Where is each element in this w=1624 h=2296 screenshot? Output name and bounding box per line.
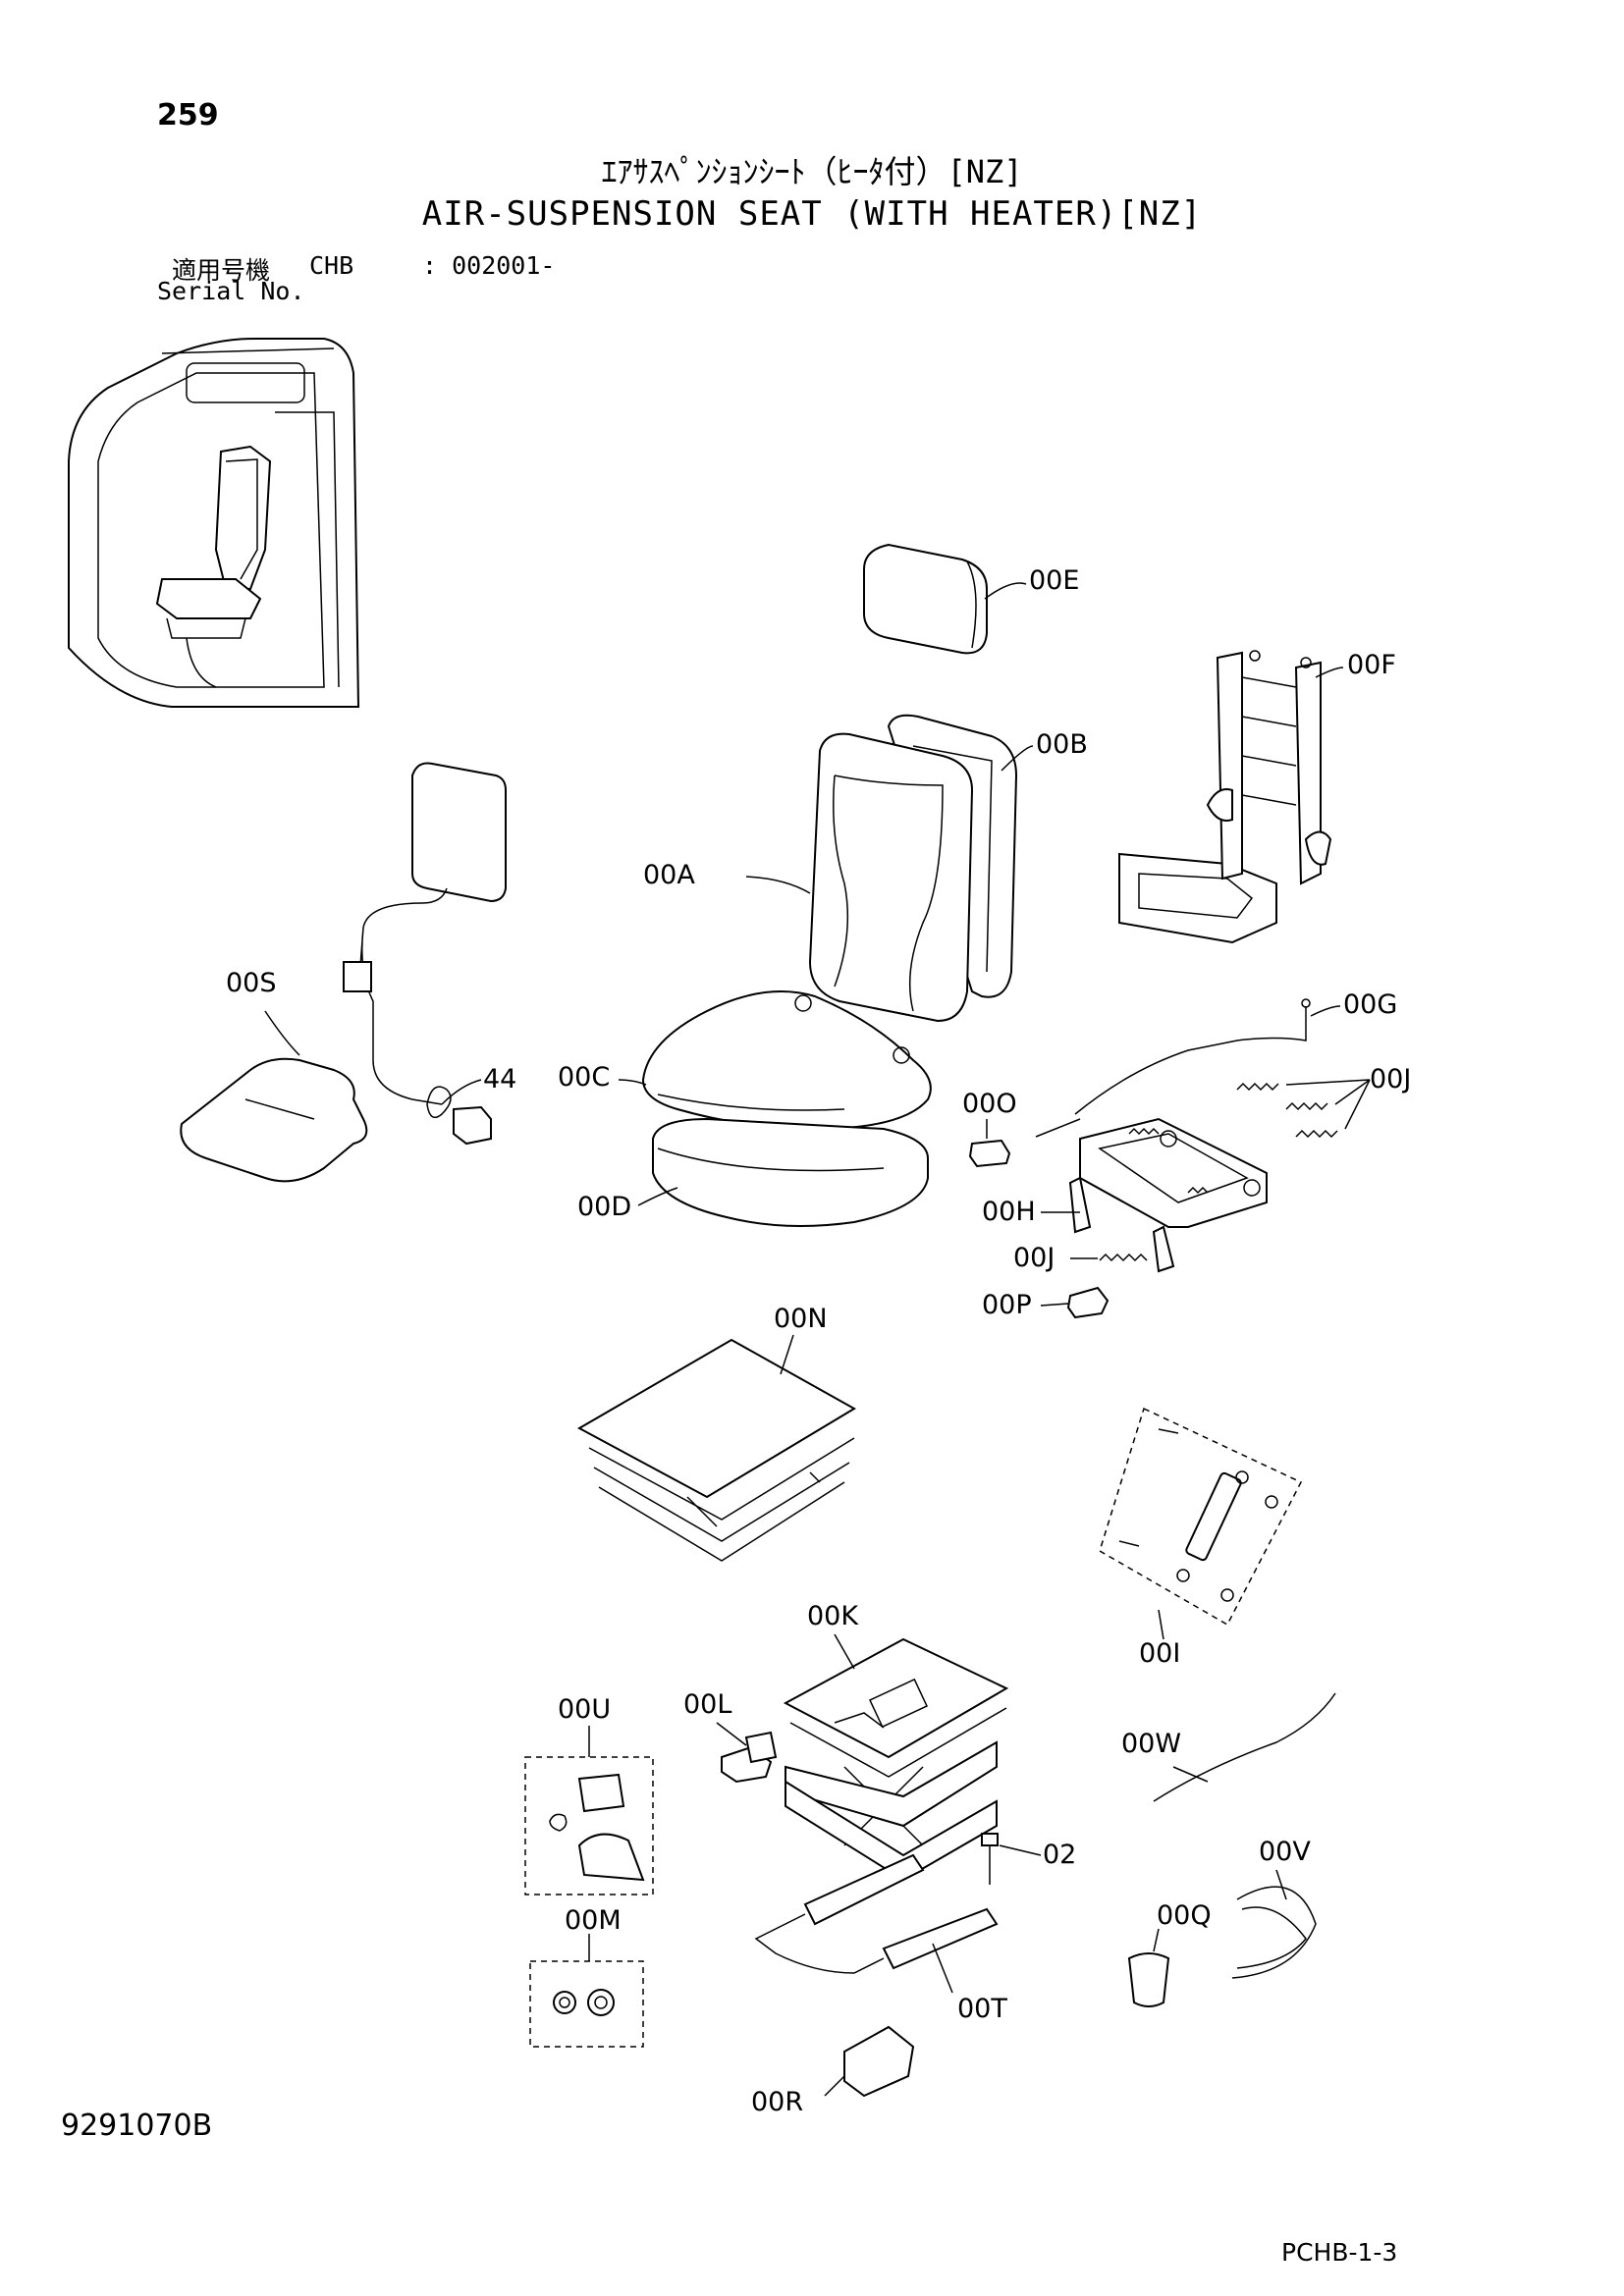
part-00R-cover: 00R <box>751 2025 915 2117</box>
part-00C-seat-cushion: 00C <box>558 990 932 1131</box>
part-00S-heater: 00S 44 <box>180 762 516 1183</box>
part-00U-kit: 00U <box>524 1694 654 1896</box>
part-00W-wire: 00W <box>1121 1692 1336 1802</box>
serial-label-english: Serial No. <box>157 277 305 305</box>
callout-00M: 00M <box>565 1905 622 1936</box>
part-00A-seat-back: 00A <box>643 732 974 1023</box>
part-00N-air-bellows: 00N <box>576 1304 856 1562</box>
page-number: 259 <box>157 98 219 133</box>
part-00H-mechanism: 00H <box>982 1117 1268 1273</box>
part-00F-seat-frame: 00F <box>1118 650 1396 944</box>
callout-00D: 00D <box>577 1192 631 1222</box>
part-02-bolt: 02 <box>981 1833 1076 1885</box>
callout-00G: 00G <box>1343 989 1397 1020</box>
page-code: PCHB-1-3 <box>1281 2238 1398 2267</box>
callout-00R: 00R <box>751 2087 803 2117</box>
callout-00A: 00A <box>643 860 695 890</box>
part-00V-cable: 00V <box>1231 1837 1317 1979</box>
serial-range: : 002001- <box>422 251 556 280</box>
callout-00S: 00S <box>226 968 277 998</box>
callout-00V: 00V <box>1259 1837 1311 1867</box>
callout-00J-bottom: 00J <box>1013 1243 1055 1273</box>
part-00J-spring-bottom: 00J <box>1013 1243 1148 1273</box>
title-english: AIR-SUSPENSION SEAT (WITH HEATER)[NZ] <box>421 194 1203 234</box>
part-00Q-cup: 00Q <box>1127 1900 1212 2007</box>
part-00G-lever-rod: 00G <box>1074 989 1397 1115</box>
part-00D-cushion-base: 00D <box>577 1117 929 1227</box>
callout-00I: 00I <box>1139 1638 1180 1669</box>
callout-00F: 00F <box>1347 650 1396 680</box>
callout-00O: 00O <box>962 1089 1017 1119</box>
part-00K-scissor-lift: 00K <box>783 1601 1009 1882</box>
callout-00E: 00E <box>1029 565 1079 596</box>
callout-00J-top: 00J <box>1370 1064 1411 1095</box>
part-00M-kit: 00M <box>529 1905 644 2048</box>
callout-00H: 00H <box>982 1197 1036 1227</box>
callout-00B: 00B <box>1036 729 1088 760</box>
callout-00N: 00N <box>774 1304 828 1334</box>
title-japanese: ｴｱｻｽﾍﾟﾝｼｮﾝｼｰﾄ（ﾋｰﾀ付）[NZ] <box>601 153 1023 190</box>
part-00E-headrest: 00E <box>863 543 1079 655</box>
cab-overview-illustration <box>68 338 360 708</box>
callout-44: 44 <box>483 1064 516 1095</box>
callout-00U: 00U <box>558 1694 611 1725</box>
callout-00T: 00T <box>957 1994 1007 2024</box>
part-00L-bracket: 00L <box>683 1689 778 1784</box>
callout-00C: 00C <box>558 1062 610 1093</box>
serial-model: CHB <box>309 251 354 280</box>
part-00J-springs-top: 00J <box>1236 1064 1411 1139</box>
drawing-number: 9291070B <box>61 2109 213 2143</box>
callout-00W: 00W <box>1121 1729 1181 1759</box>
callout-00Q: 00Q <box>1157 1900 1212 1931</box>
callout-00L: 00L <box>683 1689 731 1720</box>
part-00P-knob: 00P <box>982 1286 1110 1320</box>
serial-label-japanese: 適用号機 <box>172 256 271 285</box>
callout-00K: 00K <box>807 1601 859 1631</box>
callout-02: 02 <box>1043 1840 1076 1870</box>
callout-00P: 00P <box>982 1290 1032 1320</box>
part-00I-damper-kit: 00I <box>1099 1407 1303 1669</box>
part-00O-knob: 00O <box>962 1089 1017 1168</box>
part-00T-cylinders: 00T <box>754 1853 1007 2024</box>
